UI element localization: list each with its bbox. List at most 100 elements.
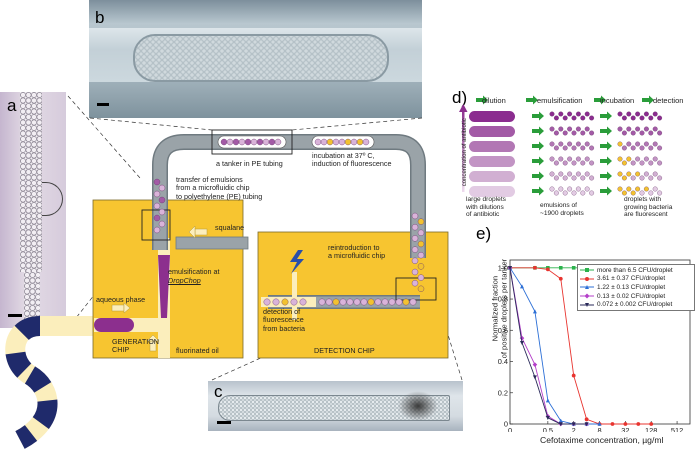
incubated-droplet [630, 175, 636, 181]
incubated-droplet [630, 190, 636, 196]
incubated-droplet [652, 126, 658, 132]
panel-d-diagram [459, 95, 663, 197]
panel-label-b: b [95, 8, 105, 27]
emulsion-droplet [584, 156, 590, 162]
droplet [409, 298, 417, 306]
concentration-axis-label: concentration of antibiotic [461, 118, 468, 187]
emulsion-droplet [562, 175, 568, 181]
emulsion-droplet [575, 186, 581, 192]
data-point [545, 415, 550, 420]
incubated-droplet [621, 175, 627, 181]
incubated-droplet [657, 160, 663, 166]
incubated-droplet [630, 130, 636, 136]
droplet [244, 138, 252, 146]
emulsion-droplet [575, 111, 581, 117]
data-point [610, 422, 615, 426]
droplet [402, 298, 410, 306]
panel-label-c: c [214, 382, 223, 401]
y-tick-label: 0.6 [498, 326, 508, 335]
emulsion-droplet [580, 115, 586, 121]
incubated-droplet [648, 115, 654, 121]
data-point [532, 309, 537, 314]
emulsion-droplet [553, 175, 559, 181]
droplet [314, 138, 322, 146]
emulsion-droplet [553, 190, 559, 196]
emulsion-droplet [571, 190, 577, 196]
emulsion-droplet [575, 141, 581, 147]
aqueous-phase-plug [94, 318, 134, 332]
incubation-arrow [600, 156, 612, 166]
incubation-arrow [600, 111, 612, 121]
x-tick-label: 128 [645, 426, 657, 432]
emulsion-droplet [549, 156, 555, 162]
emulsification-arrow [532, 141, 544, 151]
incubated-droplet [652, 111, 658, 117]
droplet [411, 257, 419, 264]
incubated-droplet [617, 186, 623, 192]
droplet [411, 280, 419, 287]
incubated-droplet [617, 156, 623, 162]
step-incubation: incubation [600, 96, 635, 105]
incubation-arrow [600, 186, 612, 196]
droplet [256, 138, 264, 146]
emulsification-arrow [532, 111, 544, 121]
incubated-droplet [630, 115, 636, 121]
incubated-droplet [617, 126, 623, 132]
droplet [411, 268, 419, 276]
emulsion-droplet [580, 160, 586, 166]
emulsion-droplet [567, 141, 573, 147]
panel-label-a: a [7, 96, 17, 115]
emulsion-droplet [549, 126, 555, 132]
droplet [281, 298, 289, 306]
emulsion-droplet [553, 115, 559, 121]
droplet [220, 138, 228, 146]
emulsification-arrow [532, 171, 544, 181]
emulsion-droplet [553, 145, 559, 151]
data-point [623, 422, 628, 426]
emulsion-droplet [584, 111, 590, 117]
emulsion-droplet [558, 171, 564, 177]
incubated-droplet [639, 160, 645, 166]
droplet [417, 229, 425, 237]
data-point [636, 422, 641, 426]
data-point [558, 422, 563, 427]
emulsion-droplet [562, 160, 568, 166]
x-tick-label: 32 [621, 426, 629, 432]
incubated-droplet [639, 115, 645, 121]
droplet [388, 298, 396, 306]
droplet [367, 298, 375, 306]
x-tick-label: 0.5 [543, 426, 553, 432]
emulsion-droplet [567, 111, 573, 117]
legend-entry: 1.22 ± 0.13 CFU/droplet [580, 283, 692, 292]
emulsification-label-2: DropChop [168, 276, 201, 285]
legend-entry: 3.61 ± 0.37 CFU/droplet [580, 275, 692, 284]
emulsion-droplet [589, 160, 595, 166]
panel-label-d: d) [452, 88, 468, 107]
emulsion-droplet [549, 111, 555, 117]
incubated-droplet [635, 126, 641, 132]
droplet [417, 263, 425, 270]
incubated-droplet [657, 130, 663, 136]
incubated-droplet [621, 160, 627, 166]
incubated-droplet [639, 190, 645, 196]
emulsification-label-1: emulsification at [168, 267, 220, 276]
droplet [158, 184, 166, 192]
droplet [299, 298, 307, 306]
droplet [262, 138, 270, 146]
legend-label: 0.13 ± 0.02 CFU/droplet [597, 292, 666, 300]
emulsion-droplet [589, 115, 595, 121]
emulsion-droplet [558, 156, 564, 162]
droplet [274, 138, 282, 146]
emulsion-droplet [575, 171, 581, 177]
emulsion-droplet [584, 171, 590, 177]
emulsion-droplet [575, 156, 581, 162]
incubation-arrow [600, 141, 612, 151]
droplet [344, 138, 352, 146]
legend-entry: 0.13 ± 0.02 CFU/droplet [580, 292, 692, 301]
input-tube [5, 316, 95, 449]
chart-x-label: Cefotaxime concentration, µg/ml [540, 435, 664, 445]
incubated-droplet [639, 145, 645, 151]
emulsion-droplet [567, 171, 573, 177]
emulsion-droplet [584, 186, 590, 192]
